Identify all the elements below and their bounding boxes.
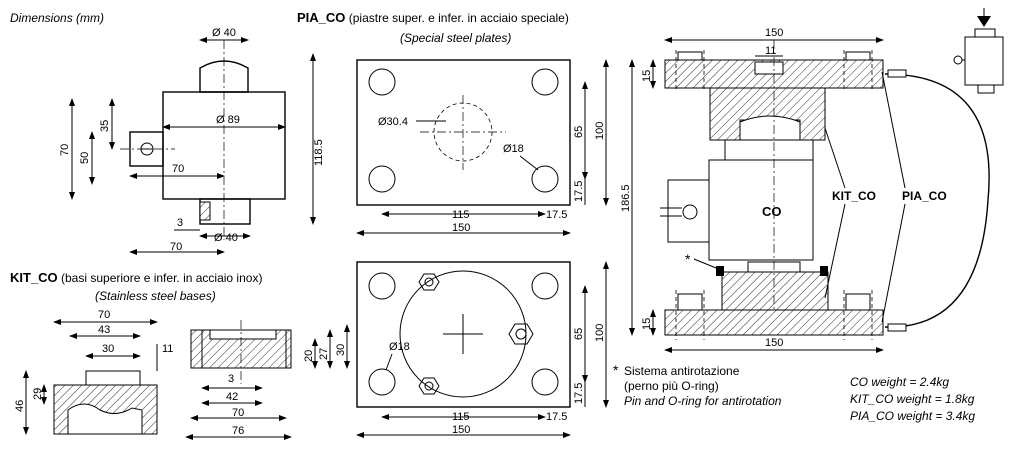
dim-top-diameter: Ø 40 (212, 27, 236, 39)
dim-kit-30: 30 (102, 343, 114, 355)
kit-co-desc-it: (basi superiore e infer. in acciaio inox… (58, 271, 263, 285)
dim-assembly-11: 11 (765, 45, 776, 57)
load-cell-dome (199, 60, 249, 93)
dim-kit-43: 43 (98, 324, 110, 336)
dim-kit-30-vertical: 30 (335, 344, 347, 356)
kit-co-code: KIT_CO (10, 270, 58, 285)
dim-118-5: 118.5 (313, 139, 325, 166)
dim-bottom-diameter-18: Ø18 (389, 341, 410, 353)
dim-kit-11: 11 (162, 343, 173, 355)
dim-bottom-diameter: Ø 40 (214, 232, 238, 244)
dim-bottom-17-5-vertical: 17.5 (573, 383, 585, 404)
pia-co-code: PIA_CO (297, 10, 345, 25)
dim-bottom-17-5-horizontal: 17.5 (546, 411, 567, 423)
dim-kit-27: 27 (318, 348, 330, 360)
dim-top-150: 150 (452, 222, 470, 234)
assembly-pia-label: PIA_CO (902, 189, 947, 203)
dim-kit-70: 70 (98, 309, 110, 321)
spigot-hatch (199, 201, 211, 221)
assembly-section-view: CO * KIT_CO PIA_CO (620, 8, 1004, 353)
bolt-hex-icon (418, 377, 440, 395)
weights-block: CO weight = 2.4kg KIT_CO weight = 1.8kg … (850, 375, 975, 423)
o-ring-right (820, 266, 828, 276)
dim-kit-3: 3 (228, 373, 234, 385)
note-line-1: Sistema antirotazione (624, 364, 740, 378)
dim-kit-20: 20 (303, 350, 315, 362)
bolt-hex-icon (508, 323, 534, 345)
dim-kit-70-bottom: 70 (232, 407, 244, 419)
dim-kit-46: 46 (14, 400, 26, 412)
dim-top-100: 100 (594, 122, 606, 140)
dim-bottom-150: 150 (452, 424, 470, 436)
assembly-kit-label: KIT_CO (832, 189, 876, 203)
dim-top-115: 115 (452, 209, 470, 221)
dim-assembly-15-bottom: 15 (641, 318, 653, 330)
bolt-hex-icon (418, 273, 440, 291)
assembly-bottom-kit (721, 267, 829, 311)
dim-assembly-15-top: 15 (641, 70, 653, 82)
plate-bottom-view: Ø18 65 100 17.5 115 17.5 150 (356, 261, 609, 438)
assembly-asterisk: * (685, 251, 691, 267)
dim-diameter-30-4: Ø30.4 (378, 116, 408, 128)
dim-70-bottom: 70 (170, 241, 182, 253)
dim-kit-29: 29 (32, 388, 44, 400)
dim-35: 35 (99, 120, 111, 132)
dim-assembly-150-bottom: 150 (765, 337, 783, 349)
dim-top-65: 65 (573, 126, 585, 138)
note-line-3: Pin and O-ring for antirotation (624, 394, 782, 408)
weight-kit: KIT_CO weight = 1.8kg (850, 392, 975, 406)
assembly-strap (884, 73, 990, 328)
kit-co-desc-en: (Stainless steel bases) (95, 289, 216, 303)
pia-co-desc-en: (Special steel plates) (400, 31, 511, 45)
kit-top-spigot (85, 370, 141, 386)
assembly-co-label: CO (762, 204, 782, 219)
pia-co-heading: PIA_CO (piastre super. e infer. in accia… (297, 10, 569, 25)
dim-top-17-5-vertical: 17.5 (573, 181, 585, 202)
dim-top-diameter-18: Ø18 (503, 143, 524, 155)
dim-bottom-65: 65 (573, 328, 585, 340)
kit-bottom-base-view: 20 27 30 3 42 70 76 (185, 320, 350, 440)
dim-kit-42: 42 (226, 391, 238, 403)
dimensions-title: Dimensions (mm) (10, 11, 104, 25)
plate-top-view: Ø30.4 Ø18 65 100 17.5 115 17.5 150 (356, 59, 609, 236)
dim-assembly-186-5: 186.5 (620, 184, 632, 212)
assembly-top-kit (709, 87, 826, 141)
dim-bottom-115: 115 (452, 411, 470, 423)
load-cell-arrow-icon (953, 8, 1004, 94)
kit-co-heading: KIT_CO (basi superiore e infer. in accia… (10, 270, 262, 285)
note-line-2: (perno più O-ring) (624, 379, 719, 393)
dim-bottom-100: 100 (594, 324, 606, 342)
dim-70-vertical: 70 (59, 144, 71, 156)
assembly-load-cell (708, 159, 814, 261)
dim-body-diameter: Ø 89 (216, 114, 240, 126)
dim-3: 3 (177, 217, 183, 229)
weight-pia: PIA_CO weight = 3.4kg (850, 409, 975, 423)
dim-50: 50 (79, 152, 91, 164)
dim-70-horizontal: 70 (172, 163, 184, 175)
pia-co-desc-it: (piastre super. e infer. in acciaio spec… (345, 11, 568, 25)
antirotation-note: * Sistema antirotazione (perno più O-rin… (613, 362, 782, 408)
weight-co: CO weight = 2.4kg (850, 375, 949, 389)
o-ring-left (716, 266, 724, 276)
kit-top-base-view: 70 43 30 11 29 46 (14, 309, 173, 435)
dim-top-17-5-horizontal: 17.5 (546, 209, 567, 221)
plate-bottom-outline (356, 261, 571, 408)
load-cell-view: Ø 40 Ø 89 35 70 50 70 118.5 3 Ø 40 70 (59, 27, 325, 255)
plate-top-outline (356, 59, 571, 206)
dim-kit-76: 76 (232, 425, 244, 437)
note-asterisk: * (613, 362, 619, 378)
assembly-bottom-plate (664, 309, 884, 336)
dim-assembly-150-top: 150 (765, 27, 783, 39)
